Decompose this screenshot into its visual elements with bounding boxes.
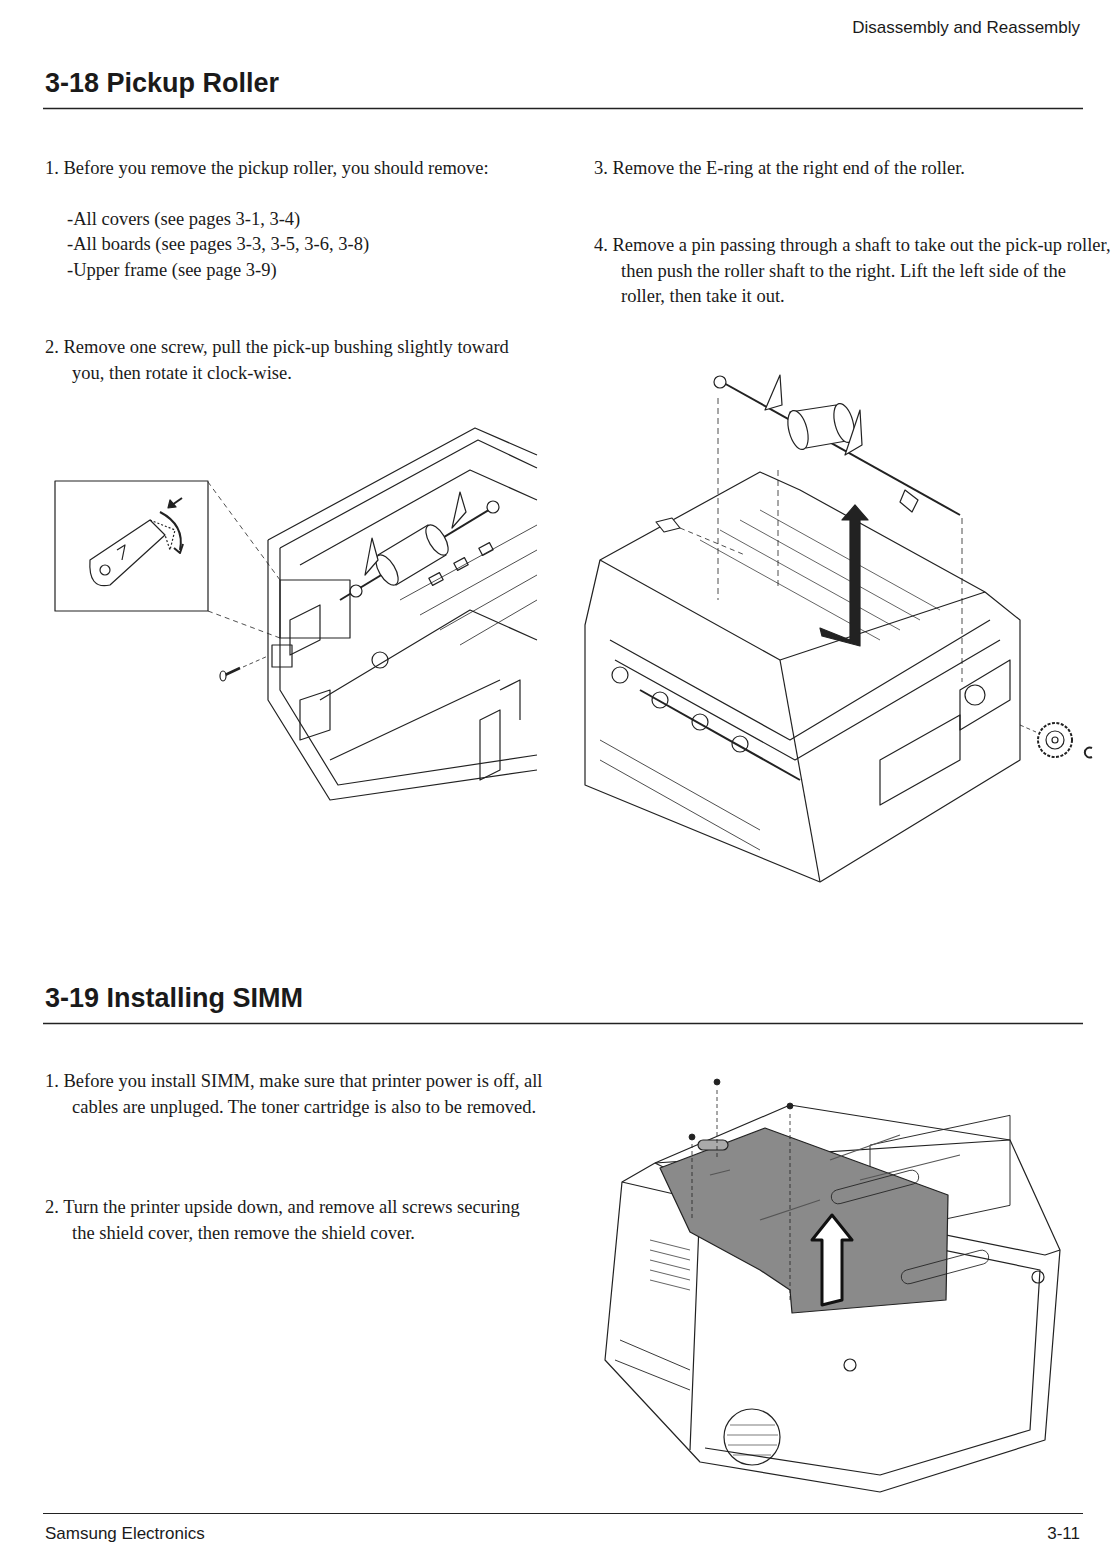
- footer-text: Samsung Electronics: [45, 1524, 205, 1544]
- section-heading: 3-18 Pickup Roller: [45, 68, 279, 99]
- pickup-roller-left: [340, 492, 499, 600]
- step-text: 3. Remove the E-ring at the right end of…: [594, 156, 1111, 182]
- step-subitem: -All covers (see pages 3-1, 3-4): [67, 207, 527, 233]
- shield-cover: [660, 1128, 990, 1313]
- lift-arrow: [820, 505, 868, 646]
- pin: [656, 518, 745, 555]
- e-ring: [1085, 748, 1092, 758]
- rule: [43, 1023, 1083, 1025]
- section-heading: 3-19 Installing SIMM: [45, 983, 303, 1014]
- detail-leader: [208, 482, 280, 580]
- step-text: 2. Turn the printer upside down, and rem…: [45, 1195, 542, 1246]
- printer-frame-left: [268, 428, 537, 800]
- pickup-bushing: [90, 498, 183, 586]
- rule: [43, 108, 1083, 110]
- pickup-roller-right: [714, 375, 960, 515]
- screw: [220, 656, 268, 681]
- remove-arrow: [812, 1215, 852, 1305]
- step-text: 1. Before you remove the pickup roller, …: [45, 156, 572, 182]
- printer-body: [605, 1105, 1060, 1492]
- running-header: Disassembly and Reassembly: [852, 18, 1080, 38]
- step-text: 2. Remove one screw, pull the pick-up bu…: [45, 335, 542, 386]
- page-number: 3-11: [1047, 1524, 1080, 1544]
- detail-box: [280, 580, 350, 638]
- detail-leader: [208, 611, 280, 638]
- assembly-leader: [962, 518, 963, 682]
- printer-frame-right: [585, 472, 1020, 882]
- assembly-leader: [718, 398, 719, 600]
- assembly-leader: [778, 470, 779, 590]
- screws: [689, 1079, 793, 1303]
- rule: [43, 1513, 1083, 1514]
- step-text: 4. Remove a pin passing through a shaft …: [594, 233, 1111, 310]
- step-text: 1. Before you install SIMM, make sure th…: [45, 1069, 557, 1120]
- gear: [1020, 723, 1072, 757]
- inset-frame: [55, 481, 208, 611]
- step-subitem: -Upper frame (see page 3-9): [67, 258, 527, 284]
- step-subitem: -All boards (see pages 3-3, 3-5, 3-6, 3-…: [67, 232, 527, 258]
